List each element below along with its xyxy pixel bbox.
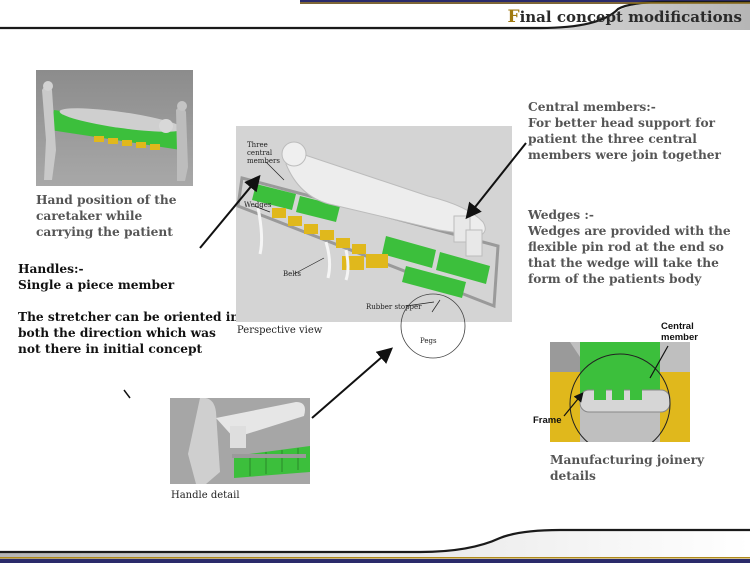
joinery-detail-image — [550, 342, 690, 442]
central-member-callout: Central member — [661, 321, 698, 343]
joinery-caption: Manufacturing joinery details — [550, 453, 705, 483]
rubber-stopper-callout: Rubber stopper — [366, 303, 422, 311]
pegs-callout: Pegs — [420, 337, 437, 345]
three-central-members-callout: Three central members — [247, 141, 280, 165]
hand-position-caption: Hand position of the caretaker while car… — [36, 193, 177, 239]
frame-callout: Frame — [533, 415, 562, 426]
header-bar — [0, 0, 750, 30]
wedges-callout: Wedges — [244, 201, 272, 209]
orientation-note: The stretcher can be oriented in both th… — [18, 310, 240, 356]
central-members-heading: Central members:- — [528, 100, 656, 114]
carrying-render-image — [36, 70, 193, 186]
wedges-heading: Wedges :- — [528, 208, 594, 222]
perspective-render-image — [236, 126, 512, 322]
handles-description: Single a piece member — [18, 278, 175, 292]
page-title: Final concept modifications — [507, 7, 743, 27]
central-members-description: For better head support for patient the … — [528, 116, 721, 162]
handle-detail-image — [170, 398, 310, 484]
handle-detail-caption: Handle detail — [171, 490, 240, 501]
belts-callout: Belts — [283, 270, 301, 278]
wedges-description: Wedges are provided with the flexible pi… — [528, 224, 731, 286]
footer-bar — [0, 528, 750, 563]
perspective-caption: Perspective view — [237, 325, 323, 336]
handles-heading: Handles:- — [18, 262, 84, 276]
